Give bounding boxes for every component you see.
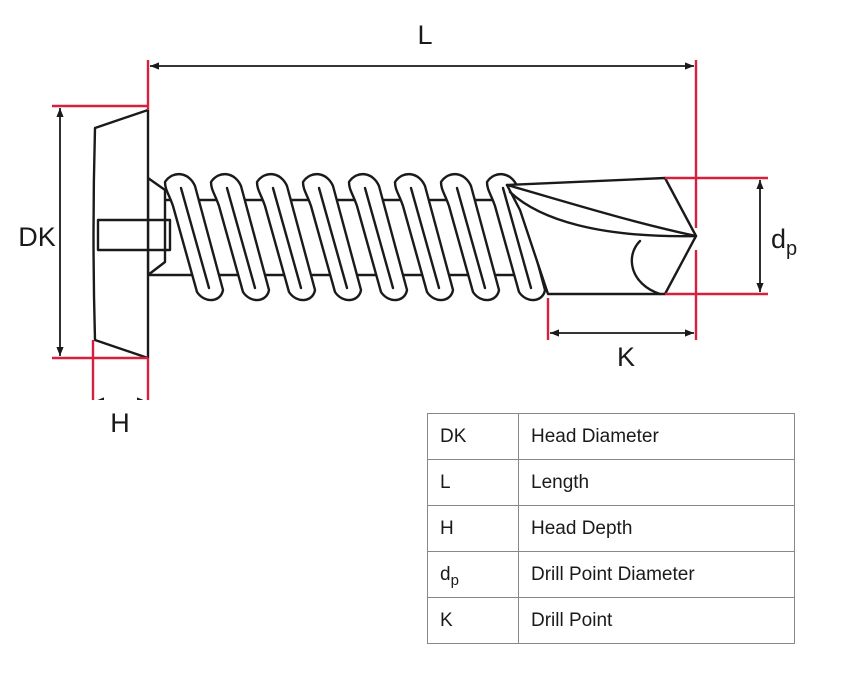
thread-edge [409,186,441,290]
label-drill-point-diameter: dp [771,224,797,260]
screw-threads [163,173,547,302]
legend-symbol: K [427,597,519,644]
thread-edge [363,186,395,290]
legend-row: K Drill Point [427,597,795,644]
thread-edge [501,186,533,290]
drill-point [505,176,698,296]
drill-flute-edge [505,183,698,238]
screw-dimension-diagram: L DK K dp [18,20,797,400]
legend-description: Drill Point [518,597,795,644]
legend-symbol: H [427,505,519,552]
legend-row: H Head Depth [427,505,795,552]
extension-lines [52,60,768,400]
legend-symbol-subscript: p [450,571,459,589]
legend-description: Head Depth [518,505,795,552]
thread-edge [271,186,303,290]
legend-row: DK Head Diameter [427,413,795,460]
screw-head [92,108,150,360]
label-head-depth: H [110,408,130,438]
legend-description: Length [518,459,795,506]
label-head-diameter: DK [18,222,56,252]
legend-symbol: dp [427,551,519,598]
screw-drawing [92,108,698,360]
legend-symbol-text: K [440,609,453,631]
thread-edge [317,186,349,290]
dimension-lines [56,62,764,400]
label-drill-point: K [617,342,635,372]
legend-symbol-text: L [440,471,451,493]
thread-edge [225,186,257,290]
label-length: L [417,20,432,50]
legend-symbol-text: H [440,517,454,539]
legend-description: Drill Point Diameter [518,551,795,598]
thread-edge [179,186,211,290]
thread-edge [455,186,487,290]
head-depth-label-area: H [110,408,130,438]
legend-row: L Length [427,459,795,506]
head-recess [96,218,172,252]
legend-symbol: L [427,459,519,506]
legend-symbol-text: DK [440,425,467,447]
head-fillet [146,176,167,277]
legend-description: Head Diameter [518,413,795,460]
legend-symbol: DK [427,413,519,460]
legend-symbol-text: d [440,563,451,585]
drill-flute-edge-2 [508,190,698,238]
drill-flute-curve [630,239,662,296]
